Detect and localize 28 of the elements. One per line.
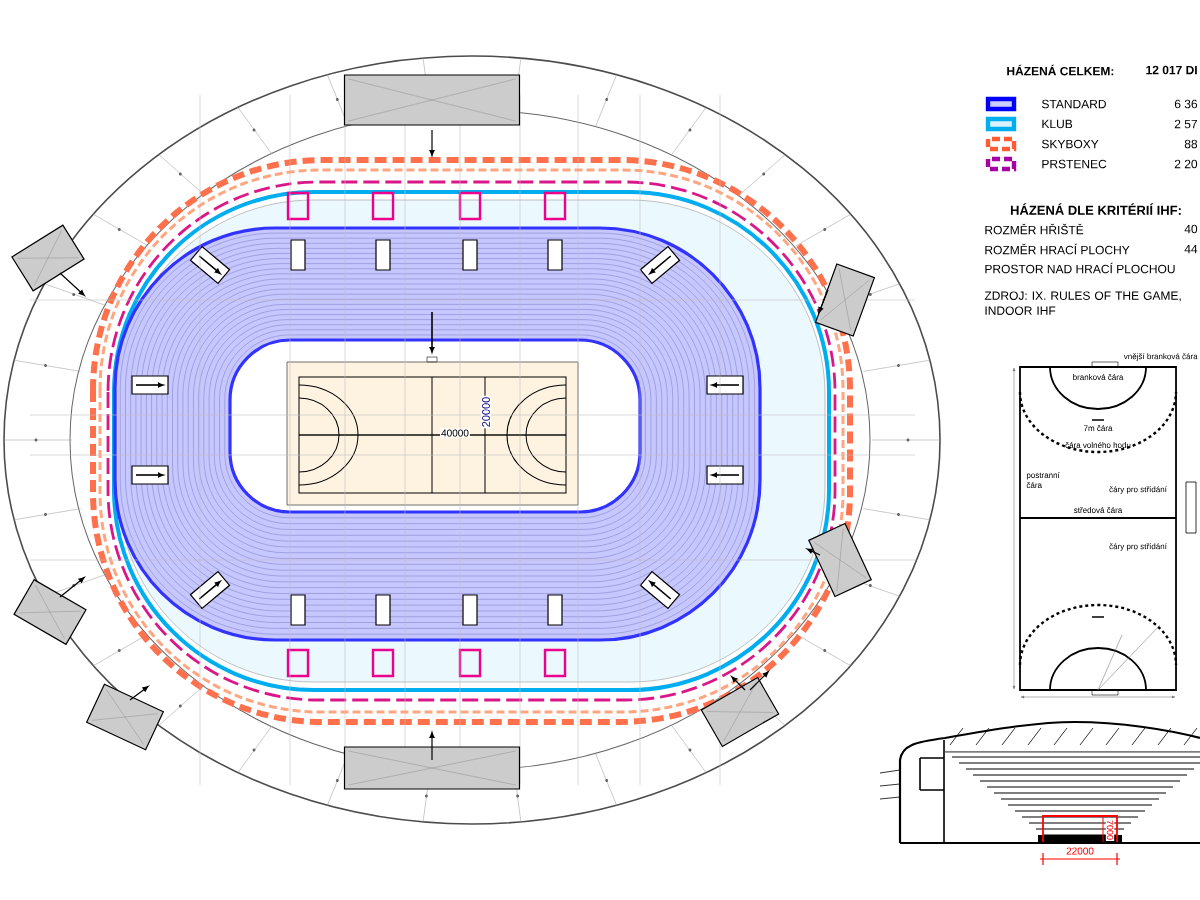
dimension-label: 40000: [440, 428, 470, 438]
line-label: 7m čára: [1083, 425, 1113, 431]
legend-label: SKYBOXY: [1041, 139, 1099, 149]
legend-label: PRSTENEC: [1042, 159, 1107, 169]
line-label: čáry pro střídání: [1109, 543, 1167, 551]
legend-label: STANDARD: [1041, 99, 1106, 109]
section-heading: HÁZENÁ DLE KRITÉRIÍ IHF:: [1010, 203, 1181, 215]
source-note: ZDROJ: IX. RULES OF THE GAME, INDOOR IHF: [984, 291, 1181, 315]
criterion-label: ROZMĚR HRACÍ PLOCHY: [985, 243, 1130, 255]
count-value: 2 20: [1174, 159, 1198, 169]
line-label: branková čára: [1073, 374, 1124, 380]
line-label: postranní čára: [1026, 472, 1060, 488]
dimension-label: 22000: [1065, 846, 1095, 856]
total-value: 12 017 DI: [1146, 65, 1197, 75]
dimension-label: 20000: [481, 395, 491, 429]
criterion-value: 44: [1184, 244, 1198, 254]
line-label: čáry pro střídání: [1109, 486, 1167, 494]
legend-heading: HÁZENÁ CELKEM:: [1007, 64, 1114, 76]
criterion-label: ROZMĚR HŘIŠTĚ: [985, 223, 1084, 235]
criterion-value: 40: [1184, 224, 1198, 234]
line-label: vnější branková čára: [1123, 353, 1198, 361]
count-value: 88: [1184, 139, 1198, 149]
line-label: středová čára: [1074, 507, 1123, 513]
legend-label: KLUB: [1042, 119, 1073, 129]
dimension-label: 7000: [1105, 819, 1115, 841]
count-value: 6 36: [1174, 99, 1198, 109]
count-value: 2 57: [1174, 119, 1197, 129]
criterion-label: PROSTOR NAD HRACÍ PLOCHOU: [985, 262, 1175, 274]
